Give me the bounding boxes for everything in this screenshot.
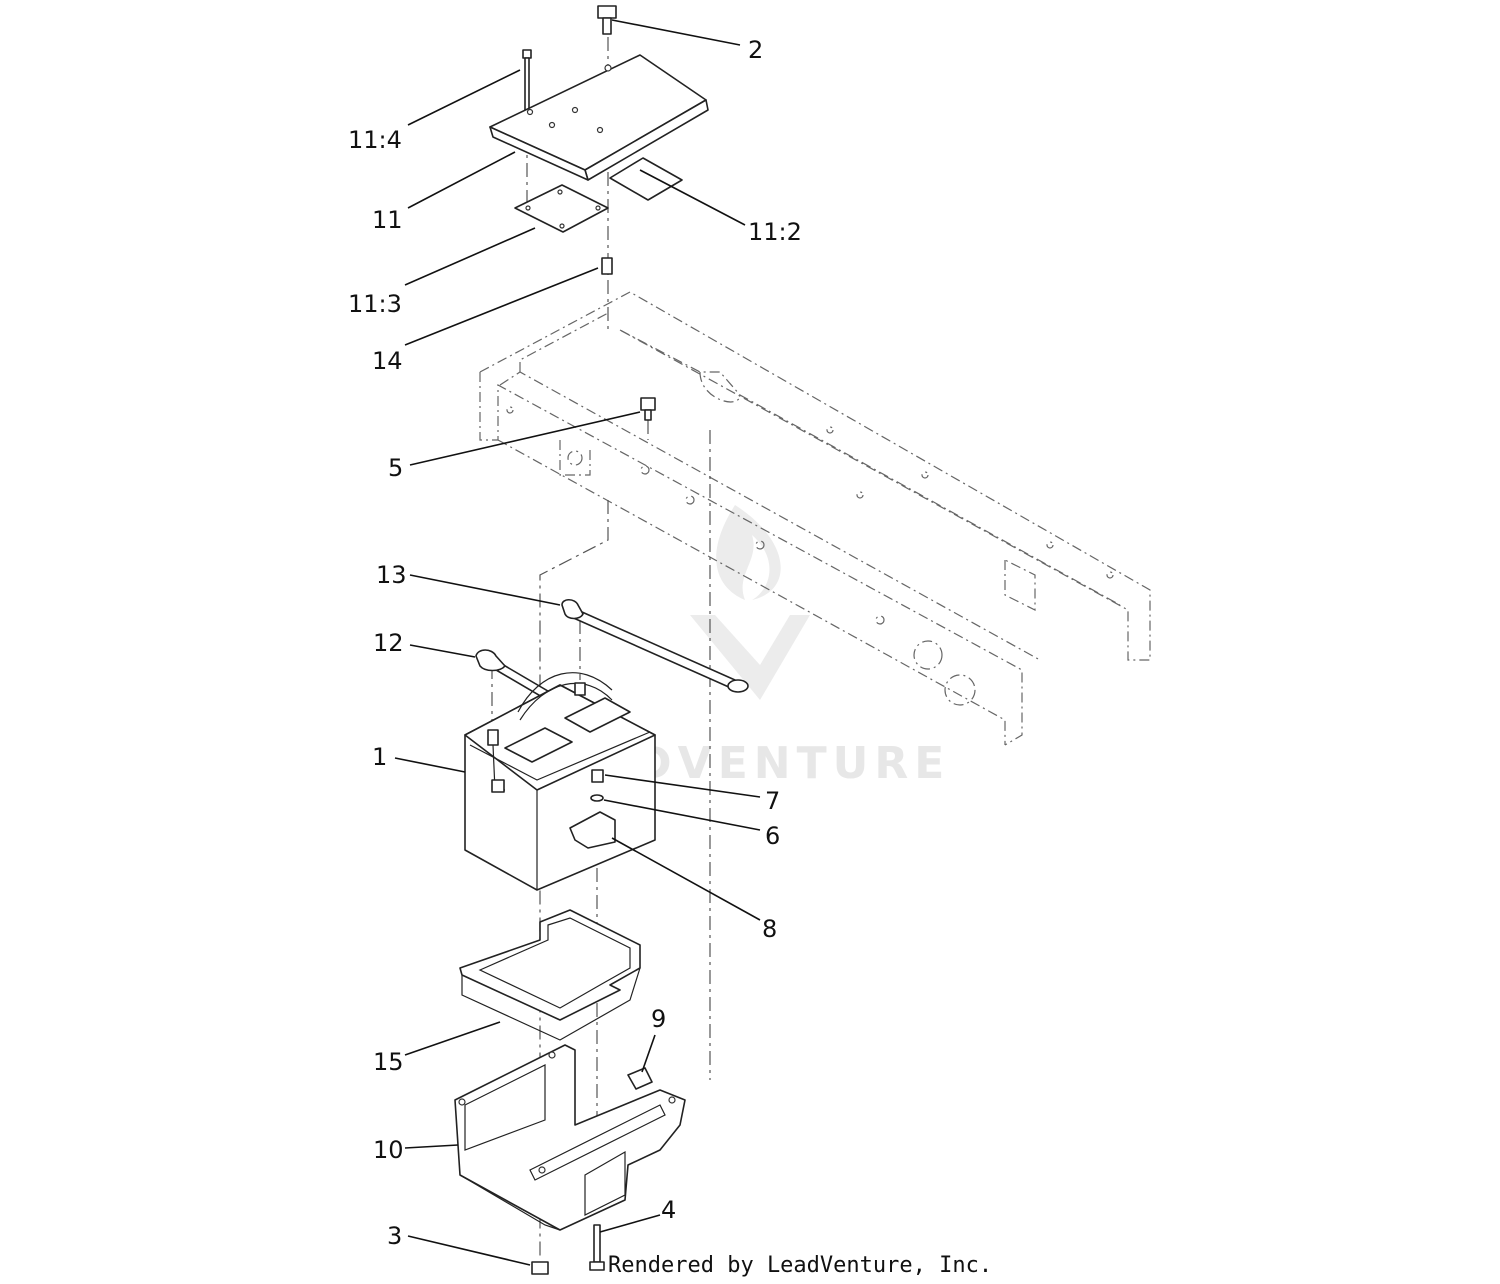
callout-12: 12: [373, 629, 404, 657]
part-9-bolt: [627, 1067, 653, 1090]
part-10-bracket: [454, 1044, 686, 1231]
watermark-flame-icon: [716, 505, 781, 600]
part-8-clamp: [569, 811, 616, 849]
part-14-spacer: [601, 257, 613, 275]
part-4-bolt: [589, 1224, 605, 1271]
callout-1: 1: [372, 743, 387, 771]
callout-11-2: 11:2: [748, 218, 802, 246]
part-11-4-pin: [522, 49, 532, 111]
part-5-bolt: [640, 397, 656, 421]
callout-10: 10: [373, 1136, 404, 1164]
part-11-2-decal: [609, 157, 683, 201]
callout-5: 5: [388, 454, 403, 482]
leader-lines: [394, 19, 761, 1266]
callout-4: 4: [661, 1196, 676, 1224]
frame-rails: [479, 291, 1151, 746]
part-11-cover: [489, 54, 709, 181]
callout-3: 3: [387, 1222, 402, 1250]
callout-7: 7: [765, 787, 780, 815]
callouts: 2 11:4 11 11:2 11:3 14 5 13 12 1 7 6 8 9…: [348, 36, 802, 1250]
callout-8: 8: [762, 915, 777, 943]
part-7-nut: [591, 769, 604, 783]
callout-14: 14: [372, 347, 403, 375]
part-6-washer: [590, 794, 604, 802]
callout-6: 6: [765, 822, 780, 850]
callout-11-3: 11:3: [348, 290, 402, 318]
callout-15: 15: [373, 1048, 404, 1076]
part-13-cable: [561, 598, 749, 693]
callout-11: 11: [372, 206, 403, 234]
callout-2: 2: [748, 36, 763, 64]
rendered-by-credit: Rendered by LeadVenture, Inc.: [608, 1253, 992, 1278]
part-15-tray: [459, 909, 641, 1041]
part-1-battery: [464, 672, 656, 891]
part-3-nut: [531, 1261, 549, 1275]
callout-11-4: 11:4: [348, 126, 402, 154]
callout-13: 13: [376, 561, 407, 589]
part-11-3-decal: [514, 184, 609, 233]
callout-9: 9: [651, 1005, 666, 1033]
watermark-v-icon: [690, 615, 810, 700]
part-2-bolt: [597, 5, 617, 35]
